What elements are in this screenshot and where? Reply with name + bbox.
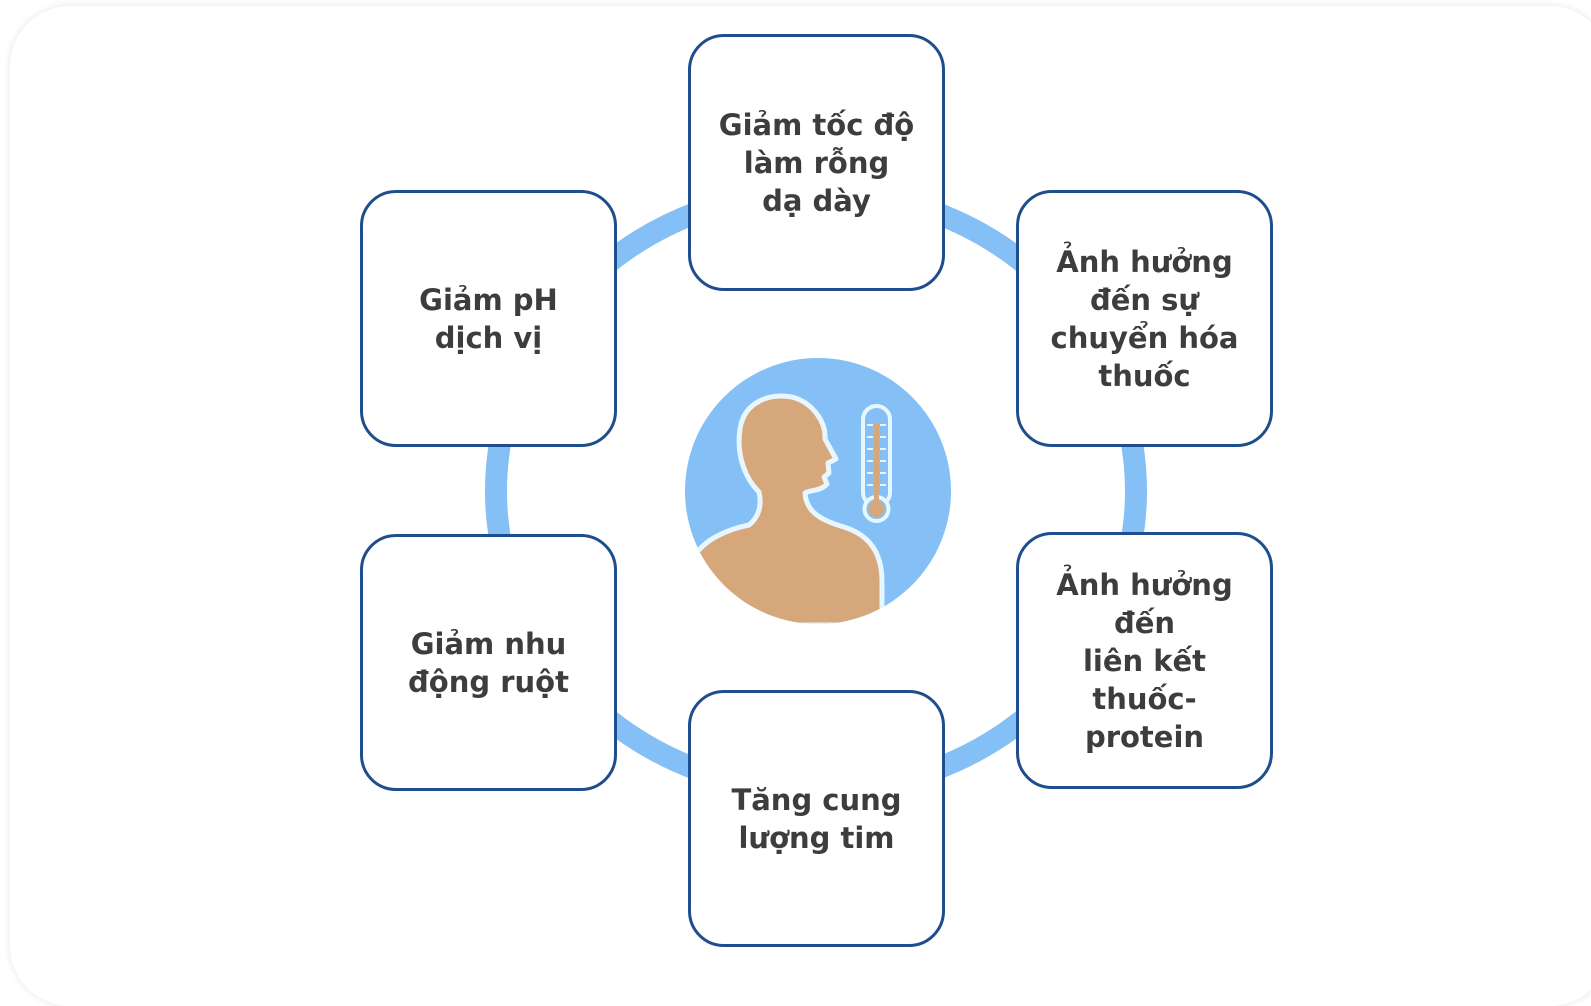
node-cardiac-output: Tăng cung lượng tim — [688, 690, 945, 947]
node-label: Tăng cung lượng tim — [731, 782, 902, 855]
node-label: Ảnh hưởng đến liên kết thuốc- protein — [1056, 567, 1233, 754]
node-label: Giảm tốc độ làm rỗng dạ dày — [718, 107, 915, 218]
node-drug-metabolism: Ảnh hưởng đến sự chuyển hóa thuốc — [1016, 190, 1273, 447]
node-gastric-ph: Giảm pH dịch vị — [360, 190, 617, 447]
node-label: Giảm pH dịch vị — [419, 282, 558, 355]
node-label: Ảnh hưởng đến sự chuyển hóa thuốc — [1050, 244, 1239, 393]
node-intestinal-motility: Giảm nhu động ruột — [360, 534, 617, 791]
node-label: Giảm nhu động ruột — [408, 626, 569, 699]
node-gastric-emptying: Giảm tốc độ làm rỗng dạ dày — [688, 34, 945, 291]
person-fever-thermometer-icon — [684, 357, 952, 629]
node-protein-binding: Ảnh hưởng đến liên kết thuốc- protein — [1016, 532, 1273, 789]
thermometer-icon — [861, 404, 892, 523]
